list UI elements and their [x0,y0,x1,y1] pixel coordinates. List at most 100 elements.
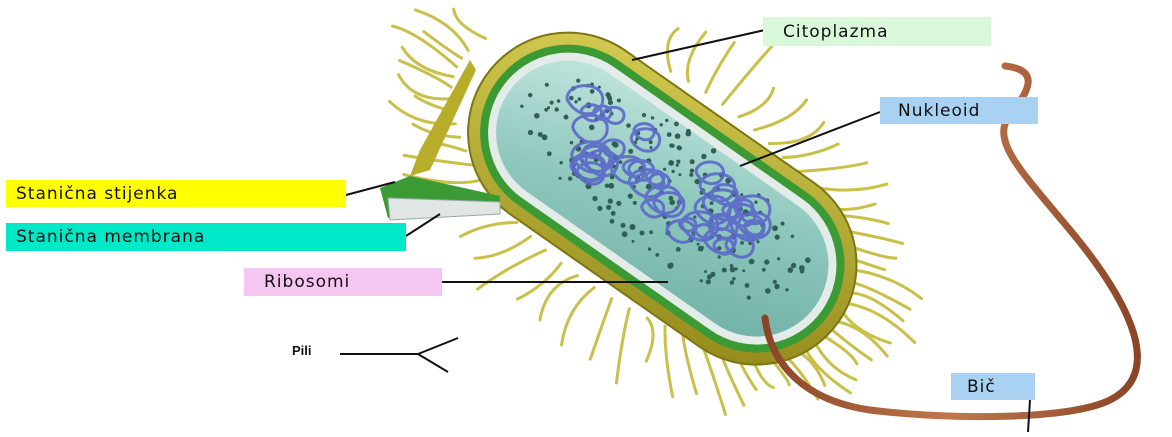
pilus [461,222,517,236]
ribosome-dot [592,196,597,201]
ribosome-dot [534,113,540,119]
ribosome-dot [710,272,715,277]
ribosome-dot [610,219,615,224]
pilus [399,75,451,99]
ribosome-dot [619,160,623,164]
pilus [646,318,653,361]
ribosome-dot [800,269,805,274]
ribosome-dot [690,159,695,164]
ribosome-dot [762,268,766,272]
ribosome-dot [663,168,666,171]
ribosome-dot [777,257,780,260]
ribosome-dot [785,288,788,291]
ribosome-dot [528,130,533,135]
ribosome-dot [668,160,674,166]
ribosome-dot [775,235,780,240]
ribosome-dot [756,240,759,243]
ribosome-dot [704,270,707,273]
leader-pili-lower [418,354,448,372]
label-bic: Bič [951,373,1035,400]
ribosome-dot [669,263,674,268]
ribosome-dot [690,169,694,173]
label-pili: Pili [292,343,312,358]
ribosome-dot [791,263,796,268]
ribosome-dot [660,123,663,126]
ribosome-dot [621,223,626,228]
ribosome-dot [749,259,755,265]
pilus [616,309,629,383]
ribosome-dot [650,146,653,149]
pilus [665,326,673,397]
label-ribosomi: Ribosomi [244,268,442,296]
ribosome-dot [772,225,778,231]
pilus [847,303,915,342]
ribosome-dot [608,199,613,204]
ribosome-dot [667,132,672,137]
ribosome-dot [547,151,552,156]
ribosome-dot [520,105,523,108]
pilus [739,88,774,117]
pilus [723,46,772,104]
leader-bic [1028,400,1030,432]
ribosome-dot [676,160,680,164]
ribosome-dot [555,107,559,111]
pilus [769,122,823,143]
ribosome-dot [765,288,771,294]
ribosome-dot [706,279,711,284]
label-citoplazma: Citoplazma [763,17,991,46]
ribosome-dot [564,115,569,120]
ribosome-dot [649,230,653,234]
pilus [562,288,595,345]
ribosome-dot [640,231,645,236]
pilus [404,155,473,165]
ribosome-dot [678,173,681,176]
ribosome-dot [665,119,668,122]
ribosome-dot [747,296,751,300]
ribosome-dot [677,146,682,151]
ribosome-dot [611,211,616,216]
ribosome-dot [675,133,681,139]
ribosome-dot [698,246,704,252]
ribosome-dot [754,201,757,204]
ribosome-dot [730,280,734,284]
ribosome-dot [722,268,727,273]
leader-pili-upper [418,338,458,354]
ribosome-dot [607,95,612,100]
pilus [475,237,531,259]
ribosome-dot [711,148,716,153]
label-nukleoid: Nukleoid [880,97,1038,124]
ribosome-dot [630,224,636,230]
ribosome-dot [730,267,736,273]
ribosome-dot [597,206,602,211]
ribosome-dot [590,89,595,94]
ribosome-dot [764,259,769,264]
ribosome-dot [742,269,745,272]
ribosome-dot [617,99,621,103]
ribosome-dot [538,132,543,137]
ribosome-dot [633,201,637,205]
ribosome-dot [622,231,628,237]
ribosome-dot [628,149,633,154]
label-stanicna-stijenka: Stanična stijenka [6,180,346,207]
ribosome-dot [805,257,811,263]
ribosome-dot [669,200,675,206]
ribosome-dot [710,201,714,205]
leader-citoplazma [632,30,765,60]
ribosome-dot [701,154,706,159]
ribosome-dot [740,241,744,245]
ribosome-dot [589,125,595,131]
ribosome-dot [700,279,703,282]
ribosome-dot [676,164,679,167]
ribosome-dot [550,101,554,105]
ribosome-dot [740,193,743,196]
ribosome-dot [559,177,562,180]
ribosome-dot [773,280,777,284]
leader-nukleoid [740,112,880,166]
ribosome-dot [545,83,549,87]
ribosome-dot [648,247,651,250]
ribosome-dot [689,173,693,177]
ribosome-dot [655,253,659,257]
ribosome-dot [560,161,563,164]
ribosome-dot [547,106,550,109]
